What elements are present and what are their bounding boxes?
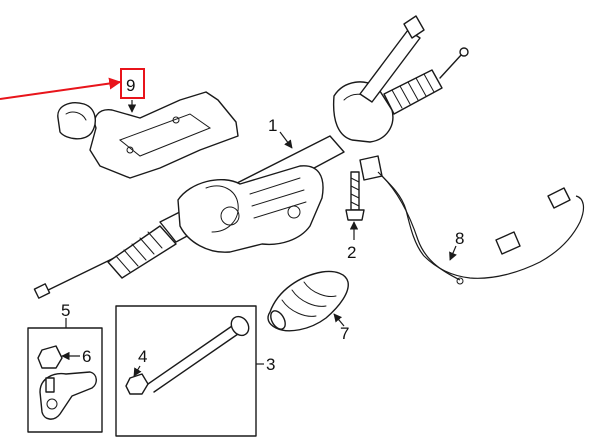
wiring-harness-part-8 [359, 155, 585, 285]
callout-3: 3 [266, 355, 275, 374]
steering-rack-part-1 [33, 15, 469, 299]
leader-lines [61, 100, 457, 377]
callout-4: 4 [138, 347, 147, 366]
heat-shield-part-9 [57, 91, 239, 179]
callout-2: 2 [347, 243, 356, 262]
callout-9: 9 [126, 76, 135, 95]
callout-6: 6 [82, 347, 91, 366]
boot-part-7 [267, 270, 349, 332]
red-pointer-arrow [0, 77, 122, 100]
callout-8: 8 [455, 229, 464, 248]
callout-5: 5 [61, 301, 70, 320]
highlight-annotation [0, 68, 145, 100]
red-highlight-box [120, 68, 145, 99]
callout-1: 1 [268, 116, 277, 135]
tie-rod-end-box-part-5 [27, 327, 103, 433]
bolt-part-2 [345, 171, 365, 221]
callout-7: 7 [340, 324, 349, 343]
